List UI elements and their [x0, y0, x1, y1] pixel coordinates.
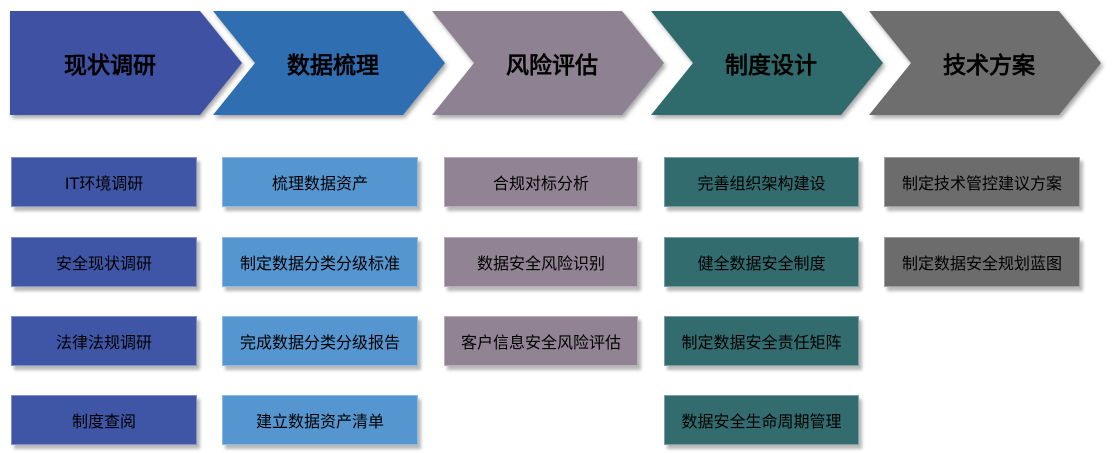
- task-box-2-3: 完成数据分类分级报告: [222, 316, 418, 366]
- task-box-4-4: 数据安全生命周期管理: [664, 395, 859, 445]
- task-box-3-1: 合规对标分析: [444, 157, 638, 207]
- chevron-shape-2: [213, 11, 445, 115]
- task-box-2-1: 梳理数据资产: [222, 157, 418, 207]
- stage-label-4: 制度设计: [725, 53, 817, 79]
- stage-arrow-4: 制度设计: [651, 11, 883, 115]
- chevron-polygon-3: [432, 11, 664, 115]
- task-box-1-1: IT环境调研: [11, 157, 197, 207]
- task-box-5-2: 制定数据安全规划蓝图: [884, 237, 1080, 287]
- chevron-polygon-5: [869, 11, 1101, 115]
- stage-label-1: 现状调研: [64, 53, 156, 79]
- stage-label-5: 技术方案: [943, 53, 1035, 79]
- stage-arrow-5: 技术方案: [869, 11, 1101, 115]
- task-box-3-2: 数据安全风险识别: [444, 237, 638, 287]
- task-box-4-3: 制定数据安全责任矩阵: [664, 316, 859, 366]
- task-box-3-3: 客户信息安全风险评估: [444, 316, 638, 366]
- chevron-polygon-1: [10, 11, 242, 115]
- chevron-shape-1: [10, 11, 242, 115]
- chevron-polygon-4: [651, 11, 883, 115]
- task-box-4-1: 完善组织架构建设: [664, 157, 859, 207]
- stage-arrow-2: 数据梳理: [213, 11, 445, 115]
- chevron-shape-3: [432, 11, 664, 115]
- task-box-1-2: 安全现状调研: [11, 237, 197, 287]
- task-box-5-1: 制定技术管控建议方案: [884, 157, 1080, 207]
- stage-label-2: 数据梳理: [287, 53, 379, 79]
- stage-label-3: 风险评估: [506, 53, 598, 79]
- chevron-shape-4: [651, 11, 883, 115]
- chevron-polygon-2: [213, 11, 445, 115]
- task-box-1-3: 法律法规调研: [11, 316, 197, 366]
- chevron-shape-5: [869, 11, 1101, 115]
- task-box-2-2: 制定数据分类分级标准: [222, 237, 418, 287]
- stage-arrow-1: 现状调研: [10, 11, 242, 115]
- stage-arrow-3: 风险评估: [432, 11, 664, 115]
- task-box-2-4: 建立数据资产清单: [222, 395, 418, 445]
- task-box-4-2: 健全数据安全制度: [664, 237, 859, 287]
- task-box-1-4: 制度查阅: [11, 395, 197, 445]
